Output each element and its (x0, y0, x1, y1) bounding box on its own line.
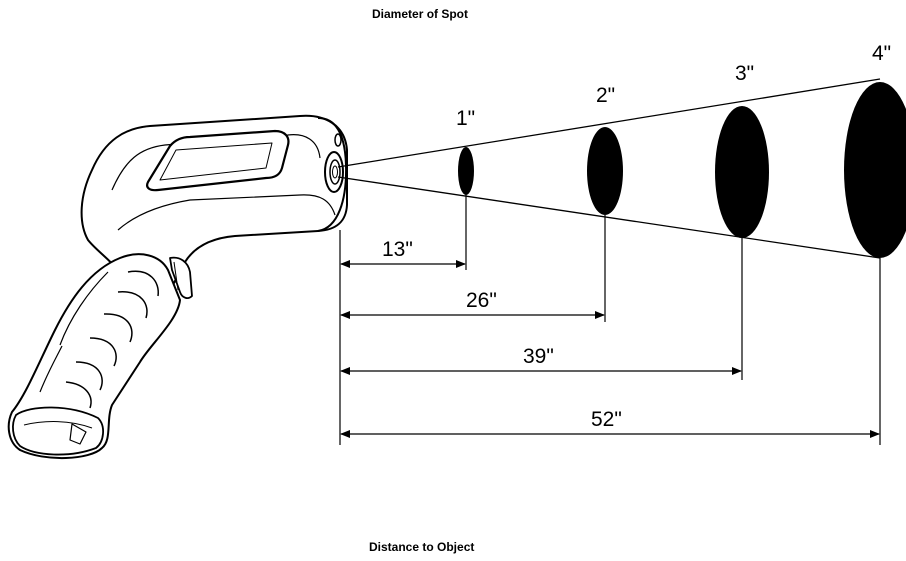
distance-label-3: 39" (523, 345, 554, 368)
distance-label-1: 13" (382, 238, 413, 261)
spot-3 (715, 106, 769, 238)
cone-lower-edge (337, 176, 881, 259)
distance-label-4: 52" (591, 408, 622, 431)
diameter-label-4: 4" (872, 42, 891, 65)
diameter-label-3: 3" (735, 62, 754, 85)
spot-1 (458, 147, 474, 195)
distance-caption: Distance to Object (369, 540, 475, 554)
extension-lines (339, 195, 881, 445)
dimension-arrows (340, 260, 880, 438)
diameter-label-2: 2" (596, 84, 615, 107)
diameter-label-1: 1" (456, 107, 475, 130)
thermometer-icon (7, 114, 348, 459)
cone-upper-edge (337, 78, 881, 168)
spot-4 (844, 82, 906, 258)
spot-2 (587, 127, 623, 215)
diameter-caption: Diameter of Spot (372, 7, 469, 21)
distance-label-2: 26" (466, 289, 497, 312)
